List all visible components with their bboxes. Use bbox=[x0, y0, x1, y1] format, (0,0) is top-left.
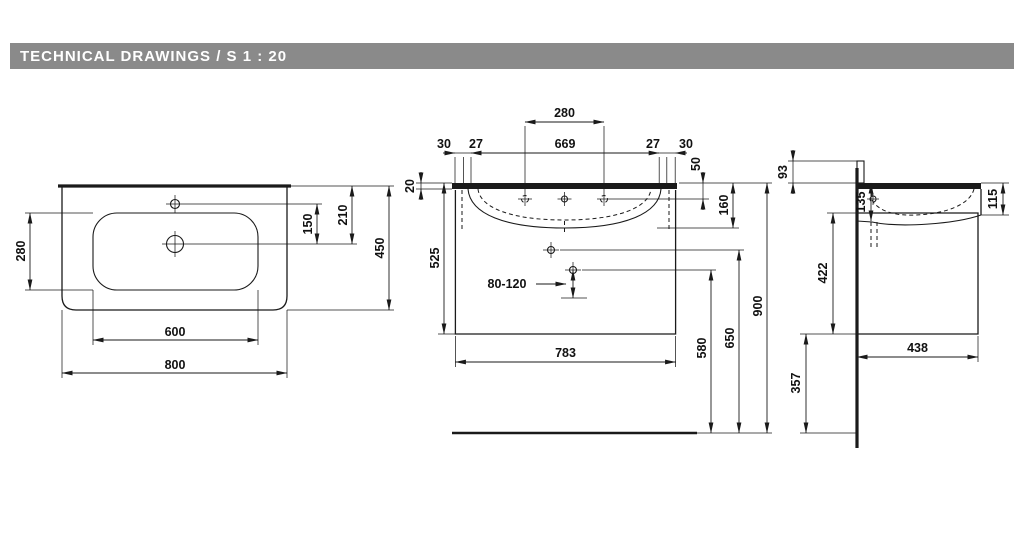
front-bowl-hidden bbox=[477, 188, 652, 221]
dim-label-160: 160 bbox=[717, 195, 731, 216]
dim-label-422: 422 bbox=[816, 263, 830, 284]
section-header-bar: TECHNICAL DRAWINGS / S 1 : 20 bbox=[10, 43, 1014, 69]
dim-label-20: 20 bbox=[403, 179, 417, 193]
dim-label-27-left: 27 bbox=[469, 137, 483, 151]
dim-label-30-right: 30 bbox=[679, 137, 693, 151]
dim-label-280-front: 280 bbox=[554, 106, 575, 120]
dim-label-438: 438 bbox=[907, 341, 928, 355]
dim-label-900: 900 bbox=[751, 296, 765, 317]
top-view-basin-outline bbox=[61, 186, 288, 311]
section-title: TECHNICAL DRAWINGS / S 1 : 20 bbox=[20, 47, 288, 65]
dim-label-357: 357 bbox=[789, 373, 803, 394]
dim-label-669: 669 bbox=[555, 137, 576, 151]
front-basin-rim bbox=[452, 183, 677, 189]
dim-label-30-left: 30 bbox=[437, 137, 451, 151]
dim-label-650: 650 bbox=[723, 328, 737, 349]
dim-label-800: 800 bbox=[165, 358, 186, 372]
side-cabinet bbox=[857, 212, 979, 335]
supply-connection-icon bbox=[543, 242, 559, 258]
tap-hole-center-icon bbox=[557, 192, 572, 206]
side-view: 93 135 115 422 357 438 bbox=[776, 150, 1009, 448]
top-view-bowl bbox=[92, 212, 259, 291]
side-basin-underside bbox=[856, 214, 982, 226]
dim-label-135: 135 bbox=[854, 192, 868, 213]
dim-label-210: 210 bbox=[336, 205, 350, 226]
top-view: 450 210 150 280 600 800 bbox=[14, 184, 394, 378]
side-tap-hole-icon bbox=[867, 193, 879, 205]
dim-label-783: 783 bbox=[555, 346, 576, 360]
dim-label-27-right: 27 bbox=[646, 137, 660, 151]
dim-label-525: 525 bbox=[428, 248, 442, 269]
dim-label-580: 580 bbox=[695, 338, 709, 359]
dim-label-93: 93 bbox=[776, 165, 790, 179]
dim-label-450: 450 bbox=[373, 238, 387, 259]
dim-label-280-plan: 280 bbox=[14, 241, 28, 262]
front-view: 280 30 27 669 27 30 20 525 50 160 80-120… bbox=[403, 106, 772, 435]
front-cabinet bbox=[454, 190, 677, 335]
dim-label-150: 150 bbox=[301, 214, 315, 235]
tap-hole-left-icon bbox=[518, 192, 532, 206]
side-basin-rim bbox=[857, 183, 981, 189]
side-bowl-hidden bbox=[871, 188, 975, 216]
dim-label-600: 600 bbox=[165, 325, 186, 339]
tap-hole-right-icon bbox=[597, 192, 611, 206]
dim-label-50: 50 bbox=[689, 157, 703, 171]
dim-label-115: 115 bbox=[986, 189, 1000, 209]
dim-label-80-120: 80-120 bbox=[488, 277, 527, 291]
